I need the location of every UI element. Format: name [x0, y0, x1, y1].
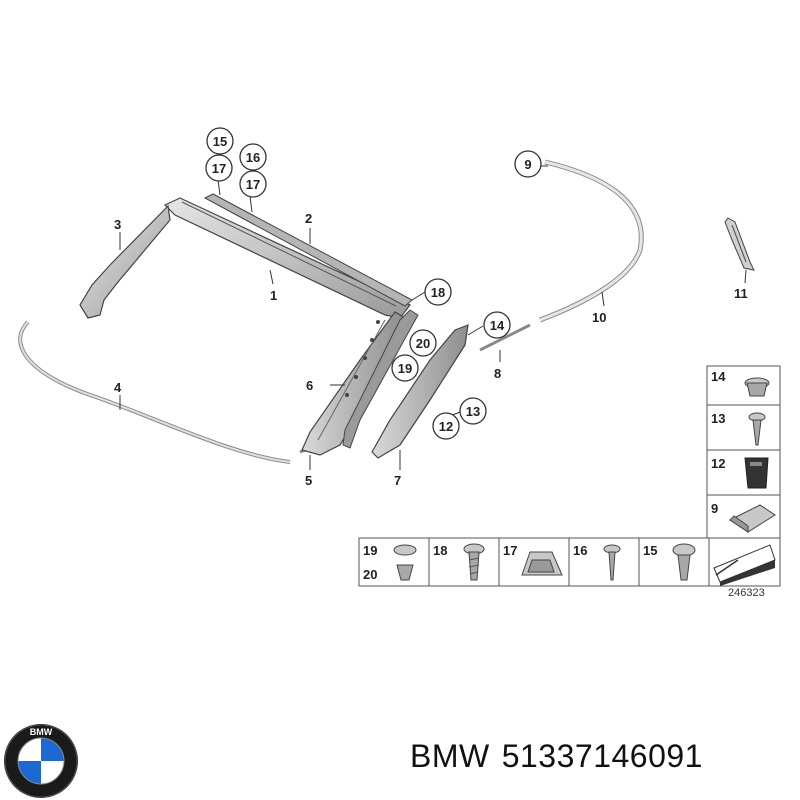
- label-2: 2: [305, 211, 312, 226]
- svg-text:9: 9: [524, 157, 531, 172]
- legend-side: [706, 365, 781, 539]
- clip-9-icon: [729, 504, 776, 533]
- svg-text:16: 16: [246, 150, 260, 165]
- part-3-endpiece: [79, 204, 171, 319]
- part-number: 51337146091: [501, 738, 703, 774]
- legend-bottom-20: 20: [363, 567, 377, 582]
- legend-bottom-15: 15: [643, 543, 657, 558]
- svg-text:17: 17: [246, 177, 260, 192]
- screw-13-icon: [748, 412, 766, 446]
- part-4-seal: [18, 320, 291, 464]
- svg-text:19: 19: [398, 361, 412, 376]
- part-1-rail: [163, 197, 411, 319]
- footer-caption: BMW 51337146091: [410, 738, 715, 775]
- screw-15-icon: [672, 543, 696, 581]
- clip-19-icon: [393, 544, 417, 581]
- label-7: 7: [394, 473, 401, 488]
- callout-20: 20: [409, 329, 437, 357]
- svg-text:BMW: BMW: [30, 727, 53, 737]
- callout-17b: 17: [239, 170, 267, 198]
- drawing-number: 246323: [728, 587, 765, 599]
- label-4: 4: [114, 380, 122, 395]
- legend-side-12: 12: [711, 456, 725, 471]
- legend-bottom-17: 17: [503, 543, 517, 558]
- label-8: 8: [494, 366, 501, 381]
- screw-16-icon: [603, 544, 621, 581]
- label-5: 5: [305, 473, 312, 488]
- legend-side-9: 9: [711, 501, 718, 516]
- nut-12-icon: [744, 457, 769, 489]
- label-6: 6: [306, 378, 313, 393]
- legend-side-13: 13: [711, 411, 725, 426]
- clip-14-icon: [744, 377, 770, 397]
- callout-16: 16: [239, 143, 267, 171]
- svg-text:18: 18: [431, 285, 445, 300]
- clip-17-icon: [521, 551, 563, 576]
- svg-text:14: 14: [490, 318, 505, 333]
- svg-text:12: 12: [439, 419, 453, 434]
- legend-bottom: [358, 537, 781, 587]
- wedge-icon: [713, 544, 776, 586]
- legend-bottom-16: 16: [573, 543, 587, 558]
- legend-side-14: 14: [711, 369, 726, 384]
- legend-bottom-18: 18: [433, 543, 447, 558]
- svg-text:20: 20: [416, 336, 430, 351]
- screw-18-icon: [463, 543, 485, 581]
- legend-bottom-19: 19: [363, 543, 377, 558]
- svg-text:15: 15: [213, 134, 227, 149]
- label-3: 3: [114, 217, 121, 232]
- callout-19: 19: [391, 354, 419, 382]
- svg-text:13: 13: [466, 404, 480, 419]
- label-10: 10: [592, 310, 606, 325]
- callout-14: 14: [483, 311, 511, 339]
- part-7-trim-panel: [371, 324, 469, 459]
- callout-17a: 17: [205, 154, 233, 182]
- bmw-logo-icon: BMW: [4, 724, 78, 798]
- callout-13: 13: [459, 397, 487, 425]
- callout-18: 18: [424, 278, 452, 306]
- svg-text:17: 17: [212, 161, 226, 176]
- brand-name: BMW: [410, 738, 490, 774]
- label-11: 11: [734, 286, 748, 301]
- callout-9: 9: [514, 150, 542, 178]
- callout-15: 15: [206, 127, 234, 155]
- label-1: 1: [270, 288, 277, 303]
- callout-12: 12: [432, 412, 460, 440]
